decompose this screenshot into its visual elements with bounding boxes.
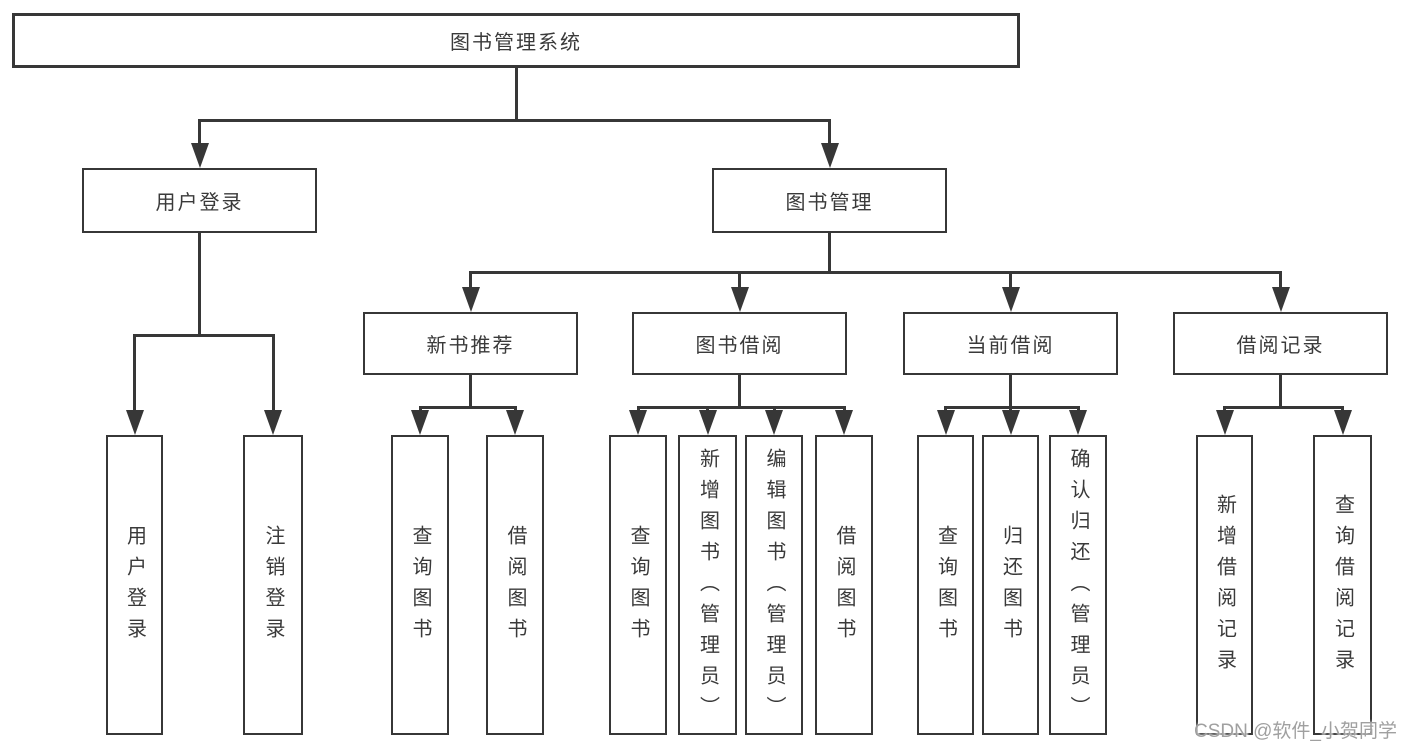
leaf-query-books-current: 查询图书 bbox=[917, 435, 974, 735]
connector-stem bbox=[469, 375, 472, 409]
connector-split bbox=[418, 406, 517, 409]
leaf-query-books-recommend: 查询图书 bbox=[391, 435, 449, 735]
csdn-watermark: CSDN @软件_小贺同学 bbox=[1194, 721, 1397, 742]
arrow-down-icon bbox=[125, 410, 144, 435]
leaf-add-books-admin: 新增图书（管理员） bbox=[678, 435, 737, 735]
arrow-down-icon bbox=[1001, 287, 1020, 312]
connector-arrow-line bbox=[198, 119, 201, 149]
connector-arrow-line bbox=[738, 271, 741, 293]
arrow-down-icon bbox=[1215, 410, 1234, 435]
node-label: 图书借阅 bbox=[695, 335, 784, 357]
node-borrowing-records: 借阅记录 bbox=[1173, 312, 1388, 375]
connector-level3-split bbox=[469, 271, 1282, 274]
leaf-user-login: 用户登录 bbox=[106, 435, 163, 735]
leaf-add-borrow-record: 新增借阅记录 bbox=[1196, 435, 1253, 735]
connector-stem bbox=[1009, 375, 1012, 409]
node-new-book-recommendation: 新书推荐 bbox=[363, 312, 578, 375]
node-label: 编辑图书（管理员） bbox=[763, 447, 785, 727]
node-label: 确认归还（管理员） bbox=[1067, 447, 1089, 727]
connector-arrow-line bbox=[1009, 271, 1012, 293]
connector-top-split bbox=[198, 119, 831, 122]
leaf-logout: 注销登录 bbox=[243, 435, 303, 735]
node-label: 查询图书 bbox=[934, 525, 957, 649]
node-book-borrowing: 图书借阅 bbox=[632, 312, 847, 375]
node-label: 归还图书 bbox=[999, 525, 1022, 649]
arrow-down-icon bbox=[190, 143, 209, 168]
arrow-down-icon bbox=[1271, 287, 1290, 312]
node-label: 借阅图书 bbox=[504, 525, 526, 649]
node-label: 查询借阅记录 bbox=[1331, 494, 1354, 680]
node-label: 图书管理系统 bbox=[450, 32, 582, 54]
node-current-borrowing: 当前借阅 bbox=[903, 312, 1118, 375]
node-label: 图书管理 bbox=[785, 192, 874, 214]
node-library-management-system: 图书管理系统 bbox=[12, 13, 1020, 68]
leaf-query-books-borrow: 查询图书 bbox=[609, 435, 667, 735]
arrow-down-icon bbox=[506, 410, 524, 435]
connector-stem bbox=[1279, 375, 1282, 409]
arrow-down-icon bbox=[936, 410, 955, 435]
arrow-down-icon bbox=[835, 410, 853, 435]
node-label: 用户登录 bbox=[123, 525, 146, 649]
node-label: 新书推荐 bbox=[426, 335, 515, 357]
node-label: 新增借阅记录 bbox=[1213, 494, 1236, 680]
leaf-return-books: 归还图书 bbox=[982, 435, 1039, 735]
connector-split bbox=[636, 406, 846, 409]
leaf-edit-books-admin: 编辑图书（管理员） bbox=[745, 435, 803, 735]
node-book-management: 图书管理 bbox=[712, 168, 947, 233]
connector-arrow-line bbox=[1279, 271, 1282, 293]
connector-stem bbox=[738, 375, 741, 409]
arrow-down-icon bbox=[629, 410, 647, 435]
node-label: 新增图书（管理员） bbox=[696, 447, 719, 727]
leaf-borrow-books: 借阅图书 bbox=[815, 435, 873, 735]
arrow-down-icon bbox=[730, 287, 749, 312]
connector-root-stem bbox=[515, 68, 518, 121]
connector-user-login-split bbox=[133, 334, 275, 337]
arrow-down-icon bbox=[765, 410, 783, 435]
arrow-down-icon bbox=[411, 410, 429, 435]
leaf-borrow-books-recommend: 借阅图书 bbox=[486, 435, 544, 735]
connector-arrow-line bbox=[271, 334, 275, 414]
connector-arrow-line bbox=[133, 334, 136, 414]
connector-book-mgmt-stem bbox=[828, 233, 831, 274]
node-label: 借阅记录 bbox=[1236, 335, 1325, 357]
connector-arrow-line bbox=[828, 119, 831, 149]
node-label: 当前借阅 bbox=[966, 335, 1055, 357]
node-user-login: 用户登录 bbox=[82, 168, 317, 233]
node-label: 借阅图书 bbox=[833, 525, 855, 649]
node-label: 查询图书 bbox=[627, 525, 649, 649]
node-label: 注销登录 bbox=[262, 525, 284, 649]
arrow-down-icon bbox=[1069, 410, 1087, 435]
leaf-confirm-return-admin: 确认归还（管理员） bbox=[1049, 435, 1107, 735]
node-label: 用户登录 bbox=[155, 192, 244, 214]
arrow-down-icon bbox=[698, 410, 717, 435]
connector-user-login-stem bbox=[198, 233, 201, 336]
connector-split bbox=[1223, 406, 1344, 409]
arrow-down-icon bbox=[1333, 410, 1352, 435]
node-label: 查询图书 bbox=[409, 525, 431, 649]
arrow-down-icon bbox=[461, 287, 480, 312]
arrow-down-icon bbox=[820, 143, 839, 168]
leaf-query-borrow-record: 查询借阅记录 bbox=[1313, 435, 1372, 735]
arrow-down-icon bbox=[1001, 410, 1020, 435]
arrow-down-icon bbox=[264, 410, 282, 435]
connector-arrow-line bbox=[469, 271, 472, 293]
